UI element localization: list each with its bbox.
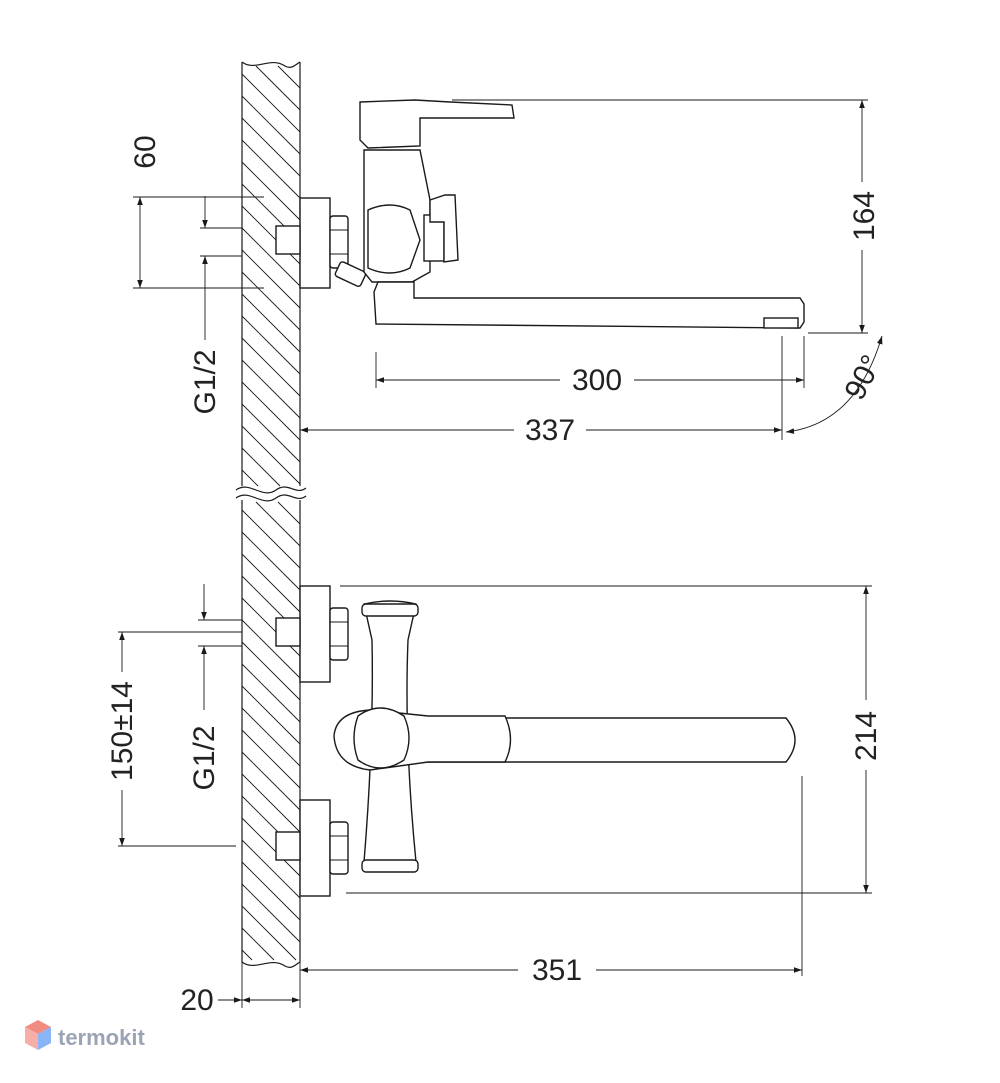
hatch-line xyxy=(241,271,301,331)
dim-337: 337 xyxy=(525,414,575,447)
dimension-lines xyxy=(118,99,883,1008)
hatch-line xyxy=(241,447,281,487)
hatch-line xyxy=(241,509,301,569)
hatch-line xyxy=(241,949,253,961)
hatch-line xyxy=(241,817,301,877)
hatch-line xyxy=(277,501,301,525)
faucet-front-view xyxy=(275,585,796,897)
dim-g12-bottom: G1/2 xyxy=(188,725,221,790)
hatch-line xyxy=(241,685,301,745)
hatch-line xyxy=(255,65,301,111)
hatch-line xyxy=(241,425,301,485)
faucet-side-view xyxy=(275,99,805,329)
hatch-line xyxy=(241,95,301,155)
dim-351: 351 xyxy=(532,954,582,987)
dim-214: 214 xyxy=(850,711,883,761)
hatch-line xyxy=(241,553,301,613)
hatch-line xyxy=(241,773,301,833)
hatch-line xyxy=(277,65,301,89)
hatch-line xyxy=(241,469,259,487)
hatch-line xyxy=(241,249,301,309)
hatch-line xyxy=(241,619,301,679)
hatch-line xyxy=(241,531,301,591)
hatch-line xyxy=(241,729,301,789)
logo-text: termokit xyxy=(58,1025,145,1050)
hatch-line xyxy=(241,381,301,441)
hatch-line xyxy=(241,751,301,811)
hatch-line xyxy=(241,293,301,353)
hatch-line xyxy=(241,139,301,199)
hatch-line xyxy=(241,927,275,961)
dimension-labels: 60 G1/2 164 300 337 90° 150±14 G1/2 214 … xyxy=(106,135,889,1017)
termokit-logo: termokit xyxy=(25,1020,145,1050)
hatch-line xyxy=(241,117,301,177)
hatch-line xyxy=(241,839,301,899)
dim-g12-top: G1/2 xyxy=(189,349,222,414)
hatch-line xyxy=(241,359,301,419)
hatch-line xyxy=(241,161,301,221)
hatch-line xyxy=(241,73,301,133)
dim-90-degrees: 90° xyxy=(838,350,888,406)
hatch-line xyxy=(255,501,301,547)
dim-150-14: 150±14 xyxy=(106,681,139,781)
hatch-line xyxy=(241,641,301,701)
dim-60: 60 xyxy=(129,135,162,168)
hatch-line xyxy=(241,905,297,961)
hatch-line xyxy=(241,663,301,723)
dim-20: 20 xyxy=(180,984,213,1017)
dim-300: 300 xyxy=(572,364,622,397)
wall xyxy=(235,61,307,968)
hatch-line xyxy=(241,227,301,287)
hatch-line xyxy=(241,337,301,397)
hatch-line xyxy=(241,707,301,767)
cube-icon xyxy=(25,1020,51,1050)
hatch-line xyxy=(241,403,301,463)
hatch-line xyxy=(241,861,301,921)
hatch-line xyxy=(241,883,301,943)
hatch-line xyxy=(241,315,301,375)
dim-164: 164 xyxy=(848,191,881,241)
